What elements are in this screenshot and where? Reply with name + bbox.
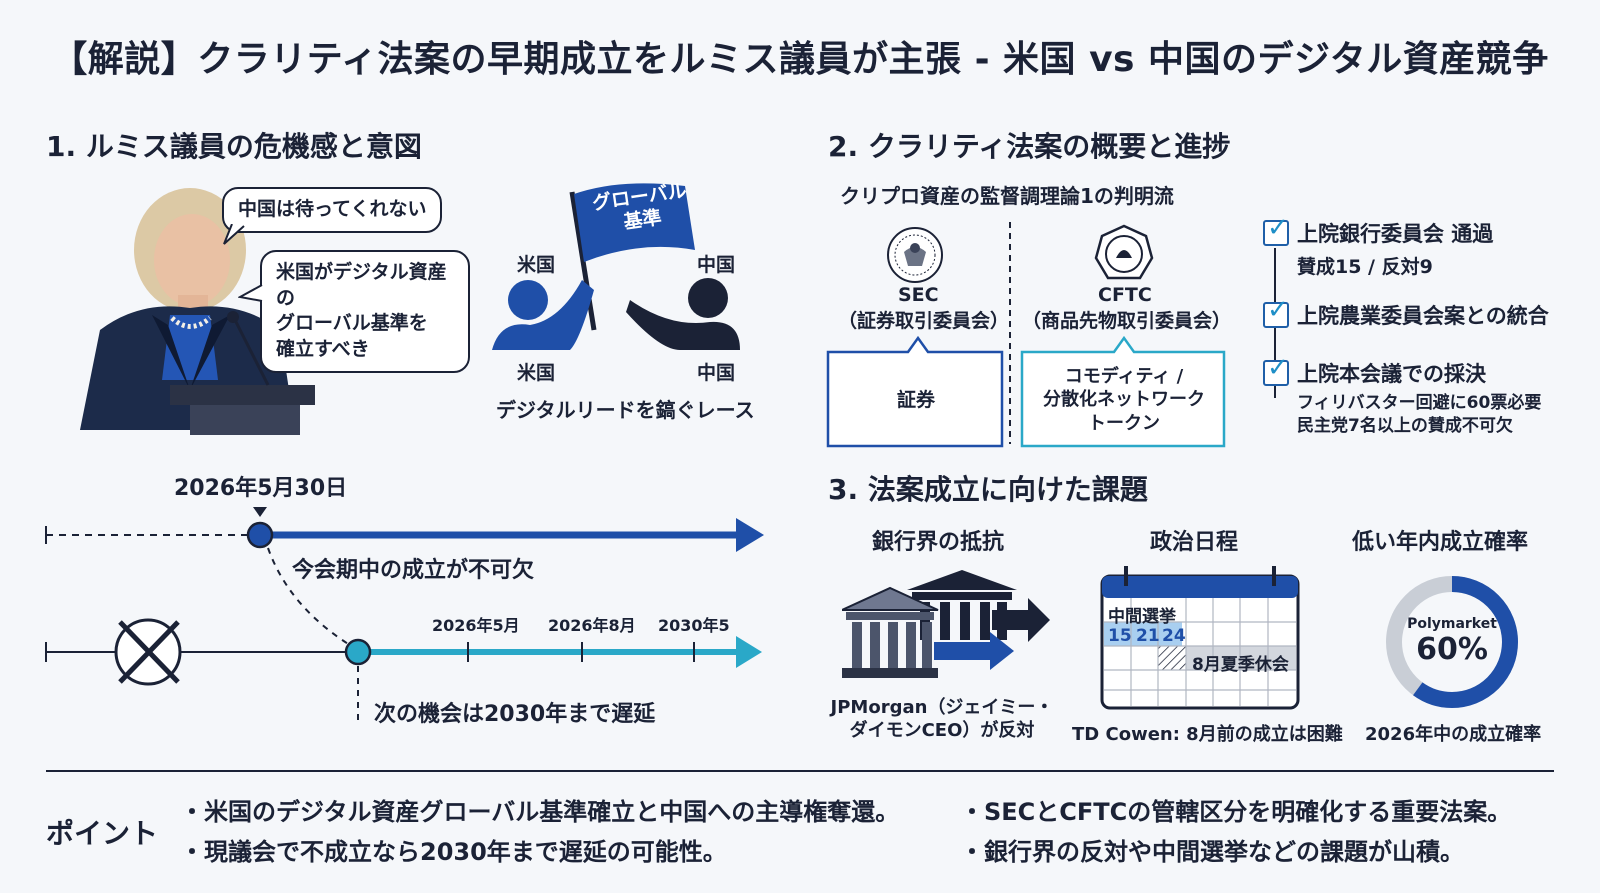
timeline-tick-2030: 2030年5 — [658, 616, 730, 635]
bubble2-tail — [238, 284, 263, 302]
calendar-summer-recess: 8月夏季休会 — [1192, 655, 1289, 675]
calendar-icon — [1100, 566, 1300, 710]
section3-heading: 3. 法案成立に向けた課題 — [828, 473, 1148, 506]
step-1-title: 上院銀行委員会 通過 — [1297, 222, 1494, 246]
calendar-day-24: 24 — [1162, 626, 1186, 646]
speech-bubble-china-wont-wait: 中国は待ってくれない — [222, 187, 443, 233]
point-1: ・米国のデジタル資産グローバル基準確立と中国への主導権奪還。 — [180, 798, 900, 826]
cftc-name: CFTC — [1098, 284, 1152, 306]
probability-title: 低い年内成立確率 — [1352, 530, 1529, 555]
race-caption: デジタルリードを鎬ぐレース — [496, 398, 755, 422]
timeline-tick-2026-aug: 2026年8月 — [548, 616, 636, 635]
cftc-full-name: （商品先物取引委員会） — [1022, 310, 1232, 332]
sec-full-name: （証券取引委員会） — [838, 310, 1010, 332]
timeline-must-pass: 今会期中の成立が不可欠 — [292, 558, 535, 583]
calendar-day-21: 21 — [1136, 626, 1160, 646]
bubble1-tail — [223, 224, 245, 245]
sec-box-frame — [826, 335, 1004, 448]
race-us-bottom-label: 米国 — [517, 362, 556, 384]
senator-illustration — [80, 188, 315, 435]
progress-step-3: ✓ 上院本会議での採決 フィリバスター回避に60票必要 民主党7名以上の賛成不可… — [1263, 353, 1583, 438]
timeline-diagram — [45, 507, 764, 725]
points-label: ポイント — [46, 817, 159, 850]
checkmark-icon: ✓ — [1263, 353, 1289, 386]
point-4: ・銀行界の反対や中間選挙などの課題が山積。 — [960, 838, 1464, 866]
calendar-day-15: 15 — [1108, 626, 1132, 646]
race-china-top-label: 中国 — [697, 254, 736, 276]
probability-donut — [1386, 576, 1518, 708]
sec-cftc-divider — [1009, 222, 1011, 444]
section1-heading: 1. ルミス議員の危機感と意図 — [46, 130, 422, 163]
checkmark-icon: ✓ — [1263, 213, 1289, 246]
probability-value: 60% — [1416, 632, 1488, 667]
calendar-midterm-label: 中間選挙 — [1108, 607, 1176, 627]
speech-bubble-global-standard: 米国がデジタル資産の グローバル基準を 確立すべき — [260, 250, 470, 373]
progress-step-2: ✓ 上院農業委員会案との統合 — [1263, 295, 1583, 330]
progress-step-1: ✓ 上院銀行委員会 通過 賛成15 / 反対9 — [1263, 213, 1583, 279]
cftc-box-frame — [1020, 335, 1226, 448]
step-3-detail: フィリバスター回避に60票必要 民主党7名以上の賛成不可欠 — [1297, 393, 1542, 436]
bank-buildings-icon — [842, 570, 1050, 678]
points-divider — [46, 770, 1554, 772]
step-1-detail: 賛成15 / 反対9 — [1297, 256, 1433, 278]
donut-value-arc — [1386, 576, 1518, 708]
step-3-title: 上院本会議での採決 — [1297, 362, 1486, 386]
bank-caption: JPMorgan（ジェイミー・ ダイモンCEO）が反対 — [830, 697, 1054, 742]
step-2-title: 上院農業委員会案との統合 — [1297, 304, 1549, 328]
timeline-tick-2026-may: 2026年5月 — [432, 616, 520, 635]
checkmark-icon: ✓ — [1263, 295, 1289, 328]
section2-subheading: クリプロ資産の監督調理論1の判明流 — [840, 184, 1174, 208]
bank-resistance-title: 銀行界の抵抗 — [872, 530, 1005, 555]
point-3: ・現議会で不成立なら2030年まで遅延の可能性。 — [180, 838, 727, 866]
race-illustration — [492, 183, 740, 350]
race-china-bottom-label: 中国 — [697, 362, 736, 384]
section2-heading: 2. クラリティ法案の概要と進捗 — [828, 130, 1231, 163]
timeline-date-label: 2026年5月30日 — [174, 476, 348, 501]
probability-caption: 2026年中の成立確率 — [1365, 724, 1542, 745]
cftc-seal-icon — [1094, 224, 1154, 280]
probability-source: Polymarket — [1407, 616, 1497, 632]
race-us-top-label: 米国 — [517, 254, 556, 276]
cftc-box-commodities: コモディティ / 分散化ネットワーク トークン — [1043, 365, 1205, 434]
sec-name: SEC — [898, 284, 939, 306]
sec-box-securities: 証券 — [896, 388, 935, 411]
political-caption: TD Cowen: 8月前の成立は困難 — [1072, 724, 1343, 745]
point-2: ・SECとCFTCの管轄区分を明確化する重要法案。 — [960, 798, 1512, 826]
timeline-delay-caption: 次の機会は2030年まで遅延 — [374, 702, 656, 727]
political-schedule-title: 政治日程 — [1150, 530, 1239, 555]
sec-seal-icon — [887, 227, 943, 283]
page-title: 【解説】クラリティ法案の早期成立をルミス議員が主張 - 米国 vs 中国のデジタ… — [51, 39, 1549, 80]
